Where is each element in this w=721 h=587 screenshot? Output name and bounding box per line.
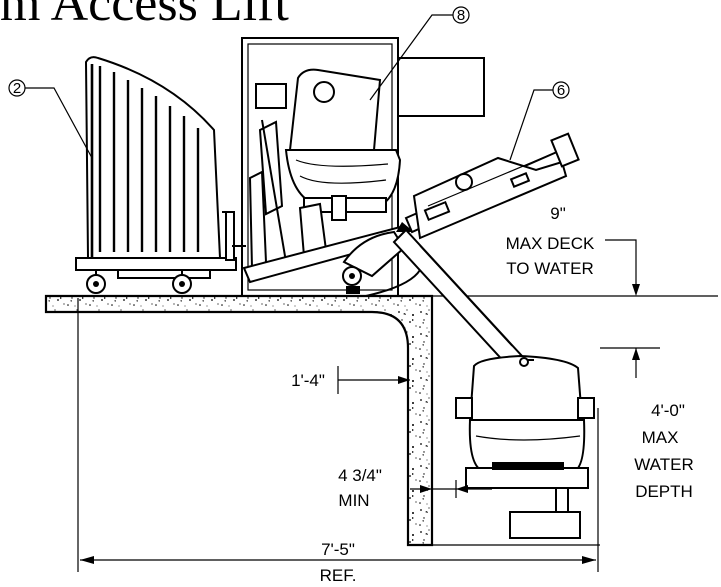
svg-text:6: 6 — [557, 82, 565, 99]
svg-text:DEPTH: DEPTH — [635, 482, 693, 501]
svg-text:9": 9" — [550, 204, 566, 223]
seat-assembly-stowed — [248, 68, 402, 270]
dimension-overall: 7'-5" REF. — [77, 298, 599, 585]
seat-lowered — [455, 354, 595, 539]
svg-text:4 3/4": 4 3/4" — [338, 466, 382, 485]
svg-text:8: 8 — [457, 7, 465, 24]
callout-8: 8 — [369, 6, 470, 101]
drawing-title: m Access Lift — [0, 0, 289, 32]
dimension-min-clearance: 4 3/4" MIN — [338, 466, 492, 510]
svg-text:TO WATER: TO WATER — [506, 259, 594, 278]
svg-text:2: 2 — [13, 80, 21, 97]
dimension-deck-to-water: 9" MAX DECK TO WATER — [506, 204, 640, 296]
dimension-water-depth: 4'-0" MAX WATER DEPTH — [600, 347, 694, 501]
svg-text:1'-4": 1'-4" — [291, 371, 325, 390]
svg-text:REF.: REF. — [320, 566, 357, 585]
svg-text:WATER: WATER — [634, 455, 694, 474]
footrest-assembly — [404, 132, 580, 240]
svg-text:MIN: MIN — [338, 491, 369, 510]
svg-text:MAX: MAX — [642, 428, 679, 447]
callout-2: 2 — [8, 79, 93, 159]
cart-wheel-left — [86, 270, 106, 294]
svg-text:7'-5": 7'-5" — [321, 540, 355, 559]
svg-text:MAX DECK: MAX DECK — [506, 234, 595, 253]
callout-6: 6 — [509, 81, 570, 161]
lift-arm — [242, 222, 421, 297]
storage-cart — [75, 56, 246, 279]
pool-deck — [44, 294, 718, 547]
svg-text:4'-0": 4'-0" — [651, 401, 685, 420]
dimension-offset: 1'-4" — [291, 366, 410, 394]
cart-wheel-right — [172, 270, 192, 294]
